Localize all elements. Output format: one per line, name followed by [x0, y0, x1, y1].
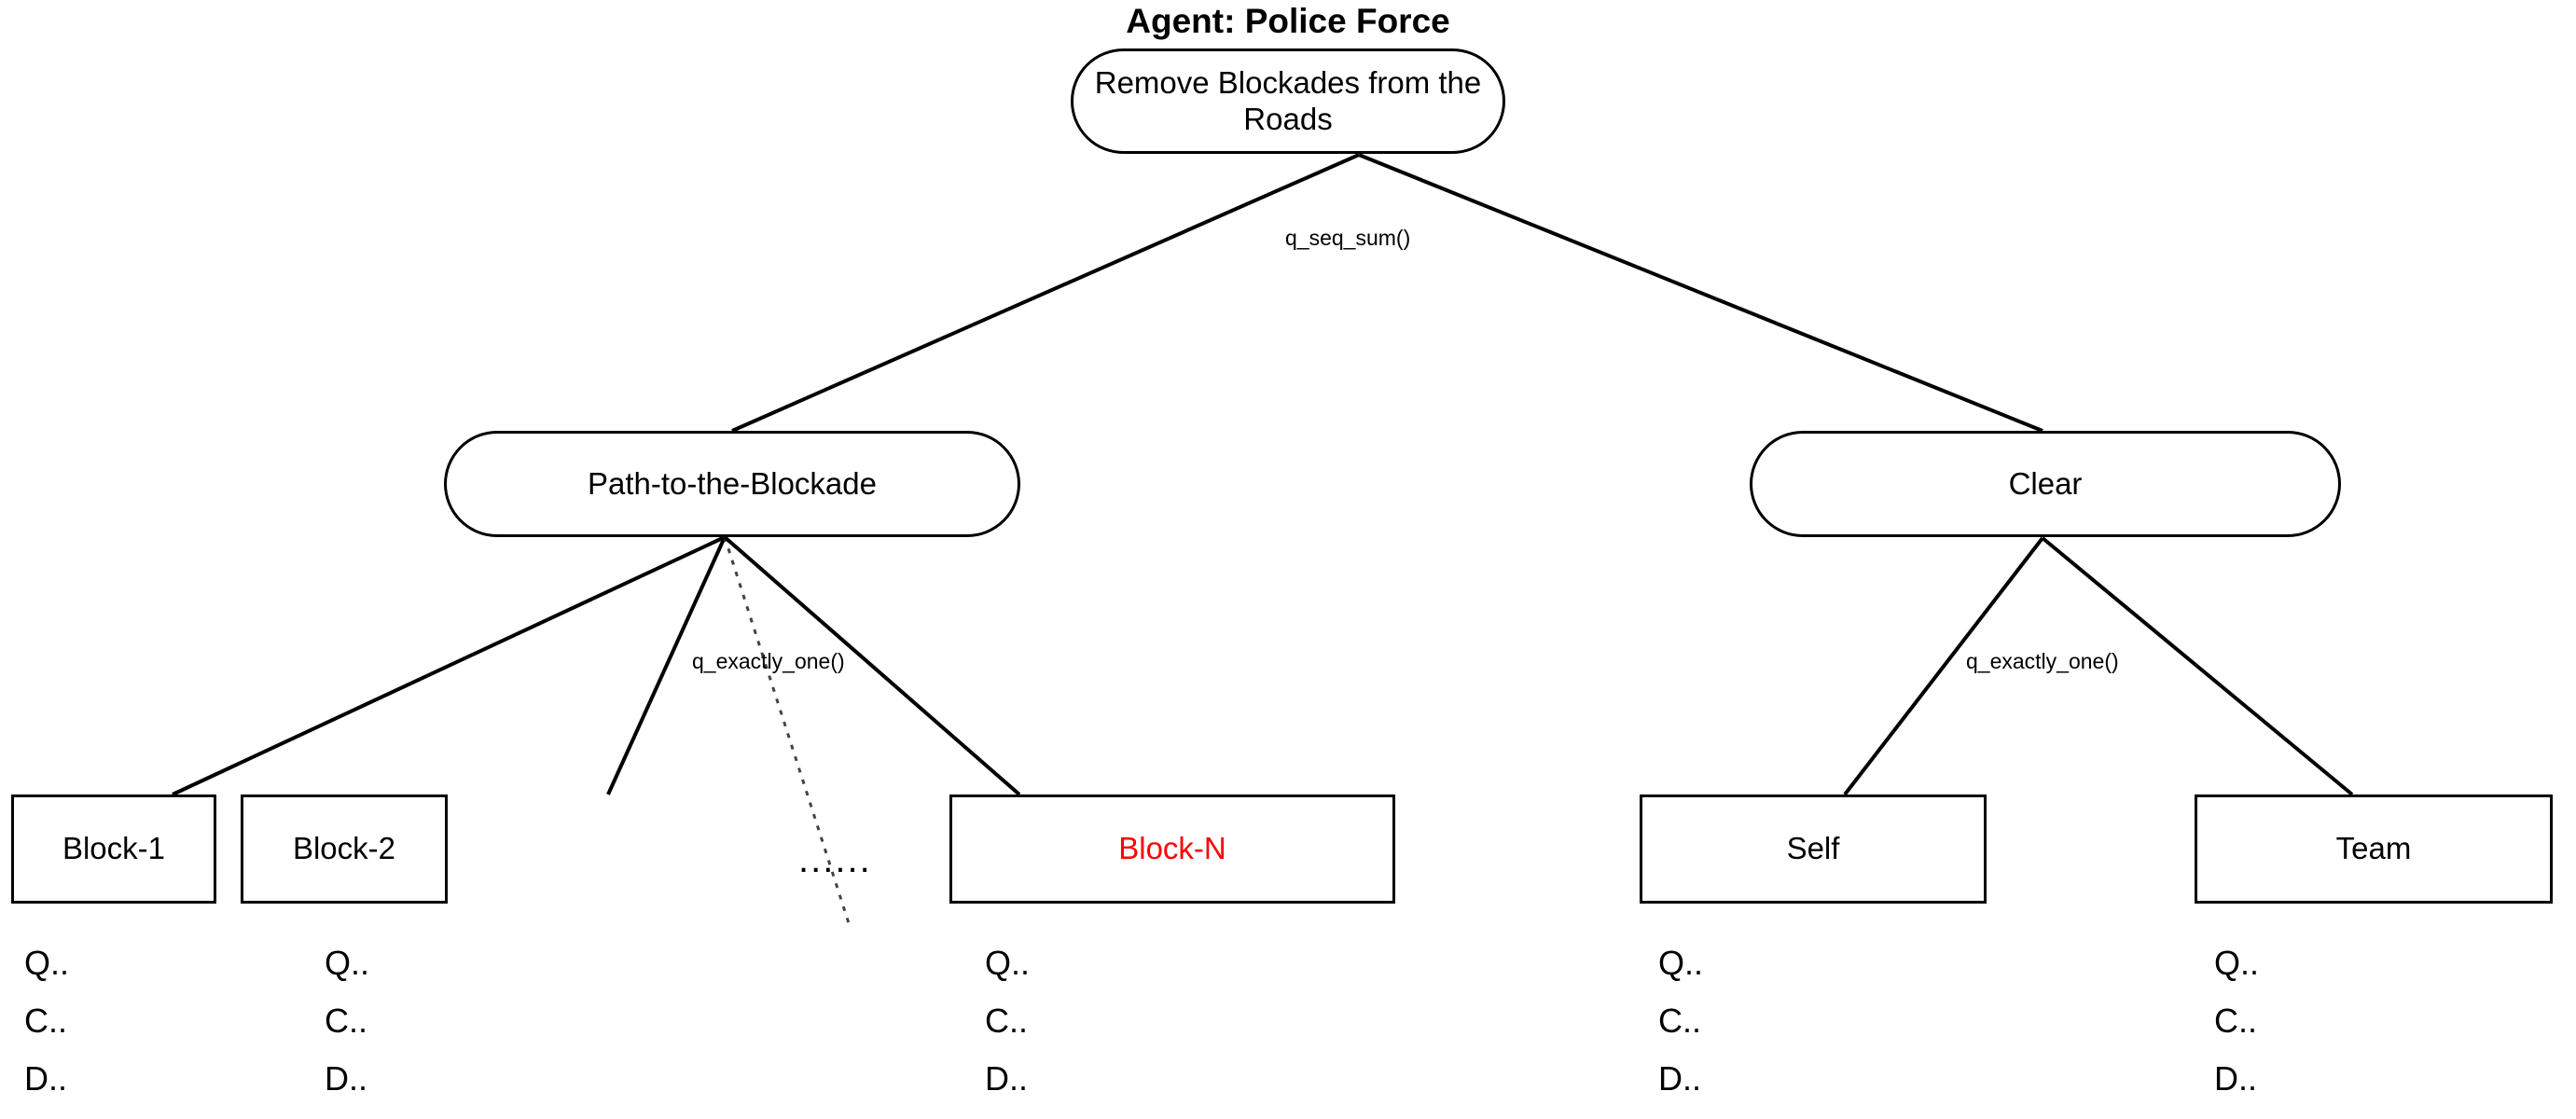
edge-label-path-decomposition: q_exactly_one() [692, 649, 845, 673]
annotation-line-c: C.. [24, 1001, 68, 1040]
node-root-label: Remove Blockades from the Roads [1094, 64, 1482, 136]
node-root[interactable]: Remove Blockades from the Roads [1071, 48, 1505, 154]
annotation-block-2: Q.. C.. D.. [325, 934, 369, 1108]
annotation-line-c: C.. [985, 1001, 1029, 1040]
edge-root-to-clear [1358, 153, 2043, 433]
annotation-line-q: Q.. [2214, 944, 2260, 982]
annotation-line-q: Q.. [1658, 944, 1704, 982]
node-self-label: Self [1786, 831, 1840, 866]
annotation-line-q: Q.. [24, 944, 70, 982]
edge-path-to-block-1 [172, 535, 726, 796]
annotation-line-q: Q.. [325, 944, 370, 982]
annotation-line-q: Q.. [985, 944, 1031, 982]
annotation-line-d: D.. [325, 1058, 368, 1098]
annotation-line-c: C.. [325, 1001, 368, 1040]
annotation-line-d: D.. [985, 1058, 1029, 1098]
node-clear-label: Clear [2008, 465, 2083, 501]
node-block-2[interactable]: Block-2 [241, 794, 448, 904]
ellipsis-more-blocks: ...... [798, 839, 872, 880]
node-block-1[interactable]: Block-1 [11, 794, 216, 904]
node-block-n[interactable]: Block-N [949, 794, 1395, 904]
annotation-block-n: Q.. C.. D.. [985, 934, 1030, 1108]
annotation-block-1: Q.. C.. D.. [24, 934, 69, 1108]
annotation-line-c: C.. [1658, 1001, 1702, 1040]
annotation-team: Q.. C.. D.. [2214, 934, 2259, 1108]
node-team[interactable]: Team [2195, 794, 2553, 904]
node-block-2-label: Block-2 [292, 831, 396, 866]
node-block-1-label: Block-1 [62, 831, 166, 866]
node-self[interactable]: Self [1640, 794, 1987, 904]
node-block-n-label: Block-N [1118, 831, 1226, 866]
annotation-line-d: D.. [1658, 1058, 1702, 1098]
edge-label-clear-decomposition: q_exactly_one() [1966, 649, 2119, 673]
edge-root-to-path [731, 153, 1360, 433]
node-team-label: Team [2335, 831, 2412, 866]
node-path-label: Path-to-the-Blockade [587, 465, 877, 501]
node-path-to-the-blockade[interactable]: Path-to-the-Blockade [444, 431, 1020, 537]
annotation-line-d: D.. [24, 1058, 68, 1098]
agent-title: Agent: Police Force [1126, 2, 1450, 40]
annotation-self: Q.. C.. D.. [1658, 934, 1703, 1108]
annotation-line-c: C.. [2214, 1001, 2258, 1040]
annotation-line-d: D.. [2214, 1058, 2258, 1098]
edge-label-root-decomposition: q_seq_sum() [1285, 226, 1411, 250]
node-clear[interactable]: Clear [1750, 431, 2341, 537]
